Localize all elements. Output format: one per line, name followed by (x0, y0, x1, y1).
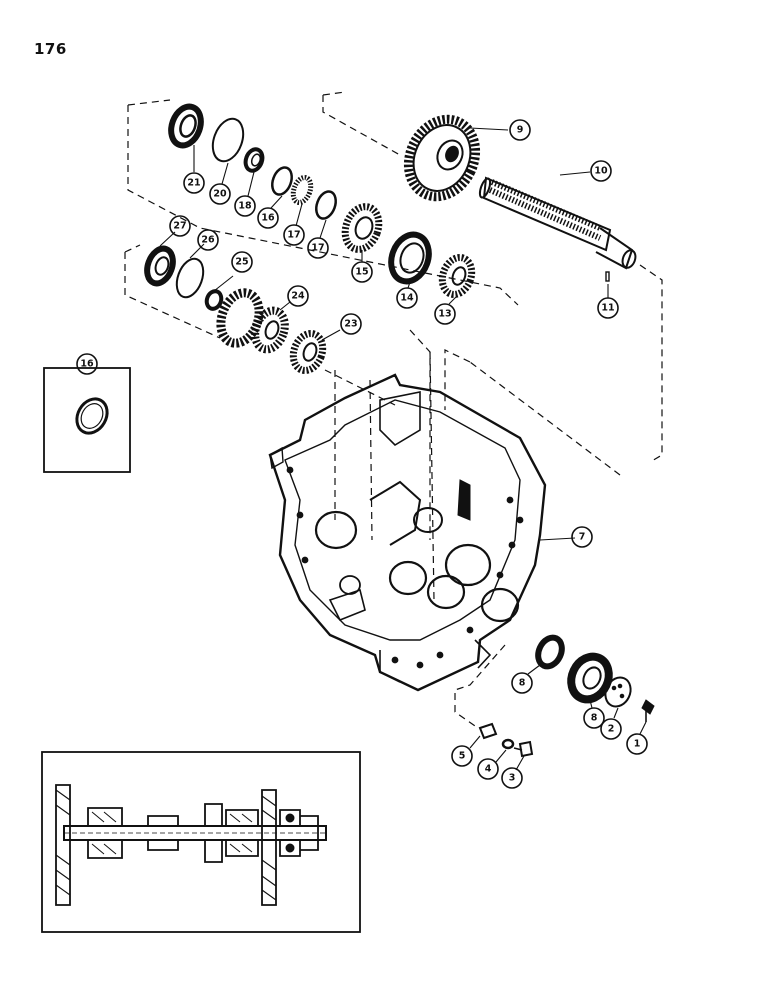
callout-8-seal-label: 8 (519, 678, 526, 689)
part-20-collar (243, 147, 265, 173)
callout-16-label: 16 (80, 359, 94, 370)
part-21-snap-ring (211, 117, 245, 163)
callout-15: 15 (351, 261, 373, 283)
callout-5-label: 5 (459, 751, 466, 762)
part-13-bearing-cone (438, 254, 476, 298)
part-14-bearing-cup (388, 231, 432, 285)
callout-26-label: 26 (201, 235, 215, 246)
callout-22-label: 21 (187, 178, 200, 189)
part-26-snap-ring (175, 257, 205, 299)
part-8-seal (535, 634, 565, 670)
alignment-lines-housing (334, 351, 435, 601)
part-9-gear (403, 114, 481, 202)
part-11-key (605, 271, 610, 282)
callout-11: 11 (597, 297, 619, 319)
callout-25-label: 25 (235, 257, 248, 268)
callout-4-label: 4 (485, 764, 492, 775)
callout-1-label: 1 (634, 739, 641, 750)
callout-7: 7 (571, 526, 593, 548)
callout-23-label: 23 (344, 319, 357, 330)
callout-8-seal: 8 (511, 672, 533, 694)
callout-2-label: 2 (608, 724, 615, 735)
callout-9: 9 (509, 119, 531, 141)
callout-11-label: 11 (601, 303, 614, 314)
callout-10-label: 10 (594, 166, 608, 177)
page-number: 176 (34, 40, 67, 58)
callout-9-label: 9 (517, 125, 524, 136)
callout-26: 26 (197, 229, 219, 251)
inset-cross-section (41, 751, 361, 933)
callout-15-label: 15 (355, 267, 368, 278)
part-1-screw (641, 699, 655, 722)
callout-27: 27 (169, 215, 191, 237)
part-15-gear (341, 203, 383, 253)
callout-13-label: 13 (438, 309, 451, 320)
callout-17-second-label: 17 (311, 243, 324, 254)
part-4-lock-washer (501, 738, 515, 750)
part-17-washer (271, 166, 293, 196)
part-3-bolt (513, 740, 534, 758)
part-22-bearing (168, 103, 204, 149)
callout-18-label: 17 (287, 230, 300, 241)
callout-18: 17 (283, 224, 305, 246)
callout-25: 25 (231, 251, 253, 273)
leader-lines (159, 127, 647, 771)
callout-21: 20 (209, 183, 231, 205)
callout-21-label: 20 (213, 189, 227, 200)
callout-17-first: 16 (257, 207, 279, 229)
callout-16: 16 (76, 353, 98, 375)
callout-20-label: 18 (238, 201, 252, 212)
callout-5: 5 (451, 745, 473, 767)
group-outline-upper-right (322, 91, 663, 476)
group-outline-lower (454, 644, 506, 729)
callout-20: 18 (234, 195, 256, 217)
part-8-bearing (567, 652, 613, 704)
callout-8-bearing: 8 (583, 707, 605, 729)
callout-13: 13 (434, 303, 456, 325)
callout-23: 23 (340, 313, 362, 335)
callout-22: 21 (183, 172, 205, 194)
part-25-collar (204, 289, 224, 311)
callout-4: 4 (477, 758, 499, 780)
callout-1: 1 (626, 733, 648, 755)
part-18-needle-bearing (290, 174, 314, 206)
part-24-cluster-gear (216, 288, 289, 354)
part-23-gear (289, 330, 327, 374)
callout-14-label: 14 (400, 293, 414, 304)
callouts: 9 10 11 21 20 18 16 17 17 15 14 13 27 26… (76, 119, 648, 789)
part-27-bearing (144, 245, 176, 287)
part-2-cover-plate (604, 676, 632, 708)
callout-2: 2 (600, 718, 622, 740)
callout-3-label: 3 (509, 773, 516, 784)
part-17-washer-2 (315, 190, 337, 220)
callout-24-label: 24 (291, 291, 305, 302)
part-10-shaft (478, 176, 637, 270)
callout-8-bearing-label: 8 (591, 713, 598, 724)
callout-14: 14 (396, 287, 418, 309)
inset-part-16 (43, 367, 131, 473)
callout-17-first-label: 16 (261, 213, 275, 224)
callout-27-label: 27 (173, 221, 186, 232)
group-outline-middle (124, 244, 431, 540)
callout-17-second: 17 (307, 237, 329, 259)
part-5-nut (478, 722, 498, 740)
callout-3: 3 (501, 767, 523, 789)
callout-24: 24 (287, 285, 309, 307)
callout-7-label: 7 (579, 532, 586, 543)
callout-10: 10 (590, 160, 612, 182)
group-outline-upper-left (127, 99, 519, 306)
part-7-housing (268, 373, 547, 692)
